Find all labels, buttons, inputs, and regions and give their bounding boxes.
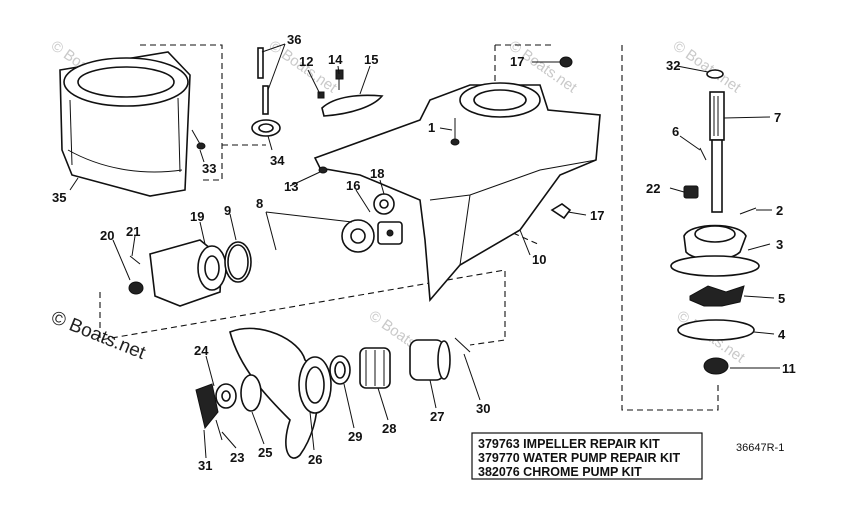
callout-15: 15 (364, 52, 378, 67)
callout-27: 27 (430, 409, 444, 424)
callout-30: 30 (476, 401, 490, 416)
leader-lines (69, 43, 780, 459)
callout-19: 19 (190, 209, 204, 224)
callout-36: 36 (287, 32, 301, 47)
bearing-housing (128, 239, 252, 307)
callout-33: 33 (202, 161, 216, 176)
callout-34: 34 (270, 153, 285, 168)
small-parts-upper (191, 47, 281, 150)
propeller-assembly (195, 327, 471, 459)
callout-18: 18 (370, 166, 384, 181)
vent-cover-parts (317, 69, 384, 117)
callout-29: 29 (348, 429, 362, 444)
assembly-guide-lines (99, 44, 719, 411)
callout-32: 32 (666, 58, 680, 73)
callout-3: 3 (776, 237, 783, 252)
kit-line-impeller: 379763 IMPELLER REPAIR KIT (478, 437, 660, 451)
callout-12: 12 (299, 54, 313, 69)
callout-22: 22 (646, 181, 660, 196)
watermark-large: © Boats.net (48, 307, 149, 364)
gearcase-housing (313, 56, 601, 302)
callout-9: 9 (224, 203, 231, 218)
callout-4: 4 (778, 327, 786, 342)
diagram-reference-number: 36647R-1 (736, 442, 784, 454)
callout-25: 25 (258, 445, 272, 460)
adaptor-housing (59, 51, 191, 197)
callout-31: 31 (198, 458, 212, 473)
callout-1: 1 (428, 120, 435, 135)
kit-line-chrome-pump: 382076 CHROME PUMP KIT (478, 465, 642, 479)
callout-11: 11 (782, 361, 796, 376)
kit-line-water-pump: 379770 WATER PUMP REPAIR KIT (478, 451, 681, 465)
callout-21: 21 (126, 224, 140, 239)
repair-kit-box: 379763 IMPELLER REPAIR KIT 379770 WATER … (471, 432, 703, 480)
callout-2: 2 (776, 203, 783, 218)
callout-20: 20 (100, 228, 114, 243)
callout-24: 24 (194, 343, 209, 358)
callout-8: 8 (256, 196, 263, 211)
callout-23: 23 (230, 450, 244, 465)
callout-7: 7 (774, 110, 781, 125)
callout-35: 35 (52, 190, 66, 205)
callout-13: 13 (284, 179, 298, 194)
callout-16: 16 (346, 178, 360, 193)
water-pump-parts (670, 69, 760, 375)
callout-17: 17 (590, 208, 604, 223)
callout-6: 6 (672, 124, 679, 139)
callout-5: 5 (778, 291, 785, 306)
callout-labels: 36 12 14 15 17 1 33 34 35 13 16 18 17 8 … (52, 32, 796, 473)
callout-10: 10 (532, 252, 546, 267)
callout-28: 28 (382, 421, 396, 436)
drive-shaft-assembly (257, 193, 403, 264)
callout-17: 17 (510, 54, 524, 69)
callout-26: 26 (308, 452, 322, 467)
callout-14: 14 (328, 52, 343, 67)
